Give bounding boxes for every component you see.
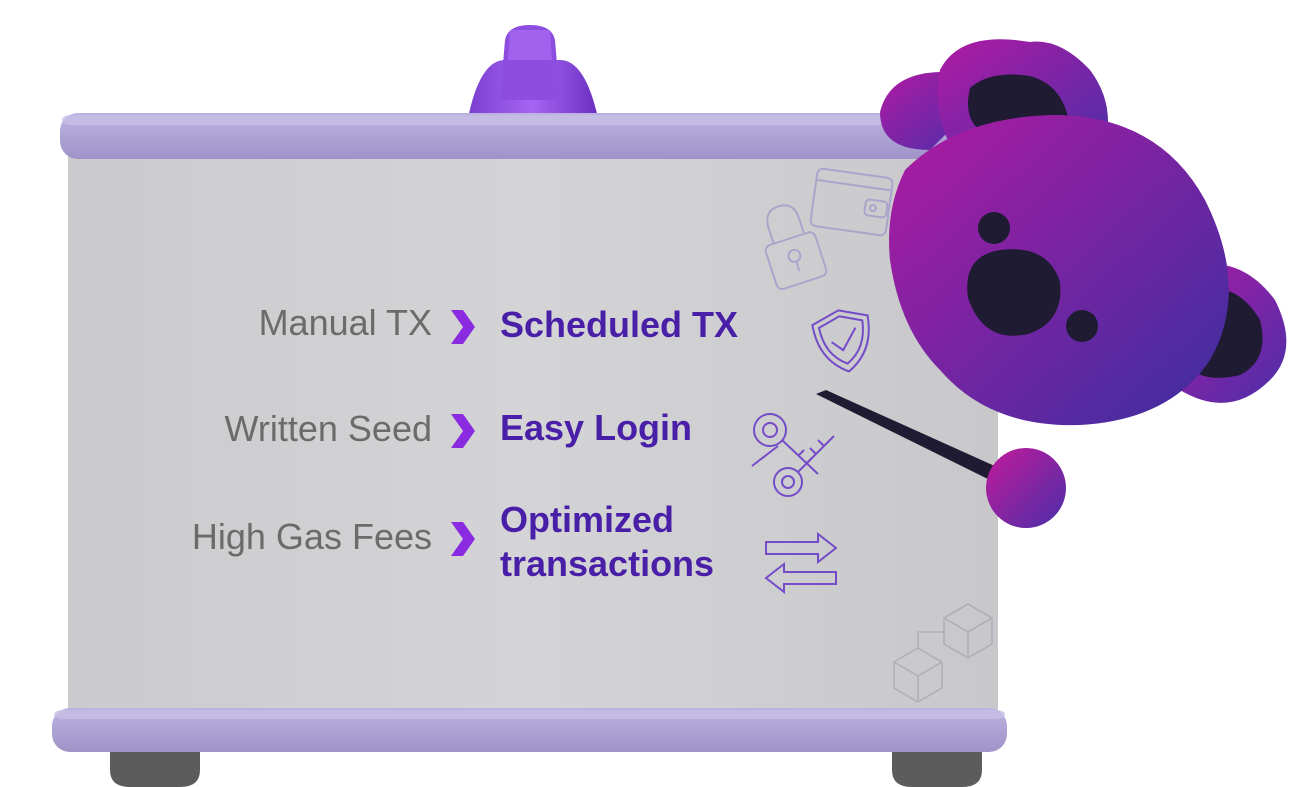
blocks-icon xyxy=(893,603,993,703)
chevron-right-icon xyxy=(451,522,475,556)
pointer-stick xyxy=(816,390,1066,528)
new-item-easy-login: Easy Login xyxy=(500,407,693,448)
whiteboard xyxy=(52,113,1007,752)
koala-mascot xyxy=(880,39,1287,426)
old-item-written-seed: Written Seed xyxy=(224,408,432,449)
new-item-optimized-transactions: Optimized transactions xyxy=(500,499,715,584)
chevron-right-icon xyxy=(451,310,475,344)
new-item-scheduled-tx: Scheduled TX xyxy=(500,304,739,345)
chevron-right-icon xyxy=(451,414,475,448)
board-clip xyxy=(468,25,598,118)
old-item-manual-tx: Manual TX xyxy=(258,302,432,343)
shield-check-icon xyxy=(811,309,870,373)
old-item-high-gas-fees: High Gas Fees xyxy=(191,516,432,557)
swap-arrows-icon xyxy=(764,531,838,595)
wallet-icon xyxy=(809,167,894,237)
keys-icon xyxy=(751,413,835,497)
padlock-icon xyxy=(764,204,828,290)
